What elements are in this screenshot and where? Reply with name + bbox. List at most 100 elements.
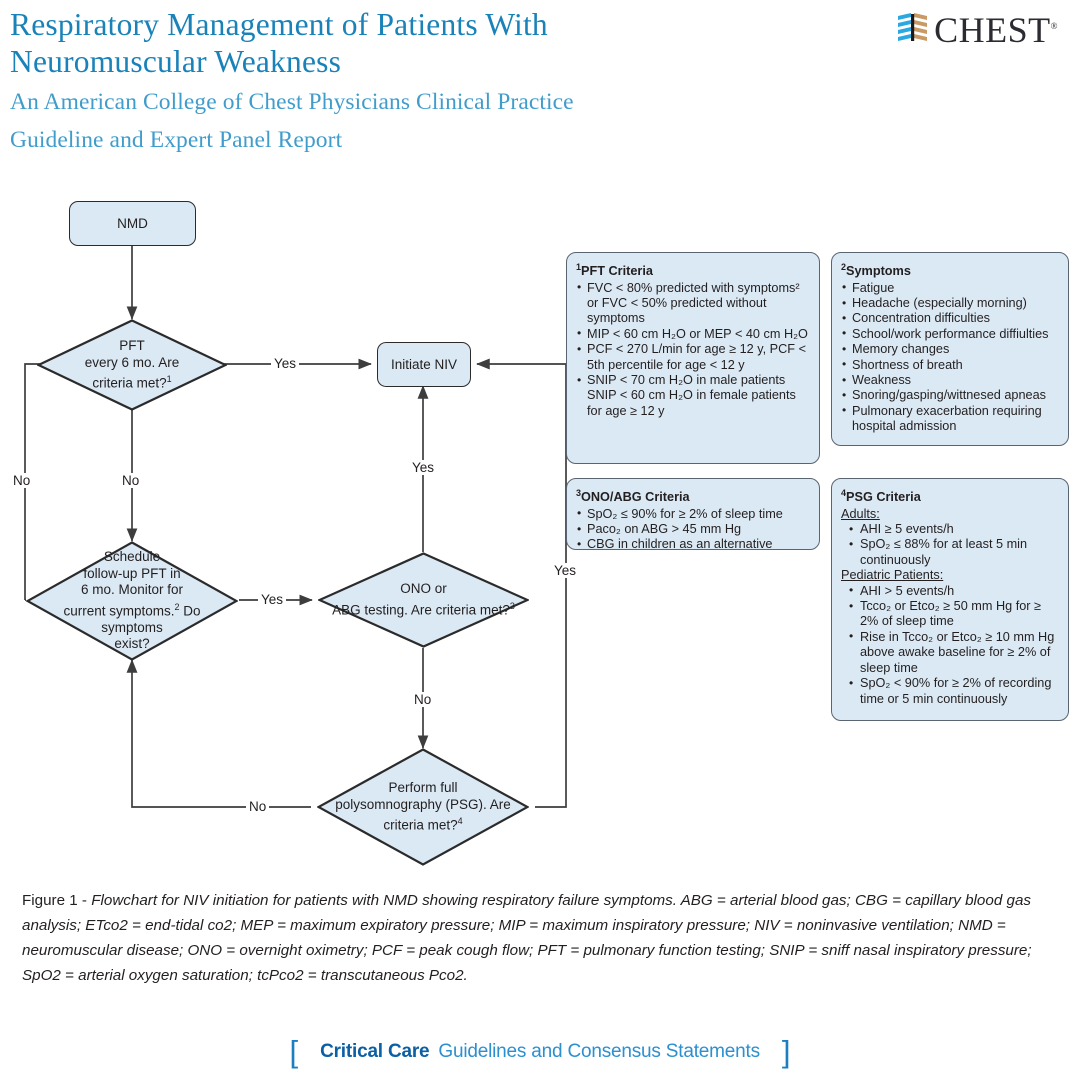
diamond-shape: [318, 552, 529, 648]
figure-caption-text: Flowchart for NIV initiation for patient…: [22, 892, 1032, 984]
footer-banner: [ Critical Care Guidelines and Consensus…: [0, 1036, 1080, 1067]
list-item: Weakness: [841, 373, 1059, 389]
node-initiate-niv-label: Initiate NIV: [390, 356, 458, 372]
list-item: AHI ≥ 5 events/h: [841, 522, 1059, 538]
list-item: Rise in Tcco₂ or Etco₂ ≥ 10 mm Hg above …: [841, 629, 1059, 676]
diamond-shape: [317, 748, 529, 866]
node-schedule-line4a: current symptoms.: [63, 603, 175, 619]
criteria-psg-title-text: PSG Criteria: [846, 490, 921, 505]
node-pft-line3: criteria met?: [92, 375, 167, 391]
footer-section-label: Critical Care: [320, 1040, 430, 1062]
node-schedule-line5: symptoms: [101, 619, 163, 635]
criteria-psg-pediatric-heading: Pediatric Patients:: [841, 568, 944, 583]
criteria-symptoms-list: Fatigue Headache (especially morning) Co…: [841, 280, 1059, 435]
node-schedule-line2: follow-up PFT in: [83, 565, 181, 581]
list-item: Memory changes: [841, 342, 1059, 358]
edge-label-pft-no-left: No: [10, 473, 34, 488]
node-pft-label: PFT every 6 mo. Are criteria met?1: [37, 319, 227, 411]
edge-label-schedule-yes: Yes: [258, 592, 287, 607]
node-psg-line1: Perform full: [388, 780, 458, 795]
node-schedule-line6: exist?: [114, 636, 150, 652]
criteria-pft-list: FVC < 80% predicted with symptoms² or FV…: [576, 280, 810, 420]
registered-mark-icon: ®: [1050, 21, 1058, 31]
node-schedule-decision[interactable]: Schedule follow-up PFT in 6 mo. Monitor …: [26, 541, 238, 661]
node-ono-superscript: 3: [509, 600, 515, 611]
criteria-psg-pediatric-list: AHI > 5 events/h Tcco₂ or Etco₂ ≥ 50 mm …: [841, 583, 1059, 707]
criteria-symptoms-superscript: 2: [841, 262, 847, 272]
list-item: SpO₂ < 90% for ≥ 2% of recording time or…: [841, 676, 1059, 707]
node-nmd[interactable]: NMD: [69, 201, 196, 246]
criteria-box-symptoms: 2Symptoms Fatigue Headache (especially m…: [831, 252, 1069, 446]
node-schedule-label: Schedule follow-up PFT in 6 mo. Monitor …: [26, 541, 238, 661]
criteria-ono-superscript: 3: [576, 488, 582, 498]
chest-logo-wordmark: CHEST®: [934, 8, 1058, 48]
criteria-psg-title: 4PSG Criteria: [841, 486, 1059, 506]
criteria-pft-superscript: 1: [576, 262, 582, 272]
edge-label-psg-yes: Yes: [551, 563, 580, 578]
chest-logo-text: CHEST: [934, 10, 1051, 50]
node-psg-line2: polysomnography (PSG). Are: [335, 796, 511, 812]
node-psg-decision[interactable]: Perform full polysomnography (PSG). Are …: [317, 748, 529, 866]
chest-logo: CHEST®: [896, 8, 1058, 48]
criteria-box-pft: 1PFT Criteria FVC < 80% predicted with s…: [566, 252, 820, 464]
node-schedule-line4b: Do: [179, 603, 201, 619]
node-psg-label: Perform full polysomnography (PSG). Are …: [317, 748, 529, 866]
list-item: SNIP < 70 cm H₂O in male patients SNIP <…: [576, 373, 810, 419]
node-schedule-superscript: 2: [174, 601, 180, 612]
page-subtitle-line2: Guideline and Expert Panel Report: [10, 127, 343, 153]
node-pft-decision[interactable]: PFT every 6 mo. Are criteria met?1: [37, 319, 227, 411]
diamond-shape: [37, 319, 227, 411]
criteria-psg-superscript: 4: [841, 488, 847, 498]
flowchart: NMD PFT every 6 mo. Are criteria met?1 I…: [0, 178, 1080, 878]
node-schedule-line3: 6 mo. Monitor for: [80, 582, 184, 598]
list-item: Snoring/gasping/wittnesed apneas: [841, 388, 1059, 404]
title-block: Respiratory Management of Patients With …: [10, 6, 800, 156]
node-ono-line1: ONO or: [400, 581, 447, 597]
node-pft-superscript: 1: [166, 374, 172, 384]
list-item: PCF < 270 L/min for age ≥ 12 y, PCF < 5t…: [576, 342, 810, 373]
bracket-right-icon: ]: [781, 1034, 791, 1069]
edge-label-pft-no-down: No: [119, 473, 143, 488]
criteria-psg-adults-list: AHI ≥ 5 events/h SpO₂ ≤ 88% for at least…: [841, 522, 1059, 568]
criteria-box-ono-abg: 3ONO/ABG Criteria SpO₂ ≤ 90% for ≥ 2% of…: [566, 478, 820, 553]
list-item: Shortness of breath: [841, 357, 1059, 373]
figure-caption: Figure 1 - Flowchart for NIV initiation …: [22, 888, 1068, 988]
figure-caption-lead: Figure 1 -: [22, 892, 92, 909]
list-item: SpO₂ ≤ 90% for ≥ 2% of sleep time: [576, 506, 810, 522]
list-item: Concentration difficulties: [841, 311, 1059, 327]
criteria-ono-title: 3ONO/ABG Criteria: [576, 486, 810, 506]
bracket-left-icon: [: [289, 1034, 299, 1069]
criteria-psg-adults-heading: Adults:: [841, 506, 880, 521]
node-pft-line1: PFT: [119, 338, 145, 353]
list-item: Paco₂ on ABG > 45 mm Hg: [576, 522, 810, 538]
diamond-shape: [26, 541, 238, 661]
page-title-line2: Neuromuscular Weakness: [10, 44, 342, 79]
page-subtitle-line1: An American College of Chest Physicians …: [10, 89, 574, 115]
criteria-pft-title-text: PFT Criteria: [581, 264, 653, 279]
criteria-ono-list: SpO₂ ≤ 90% for ≥ 2% of sleep time Paco₂ …: [576, 506, 810, 553]
list-item: AHI > 5 events/h: [841, 583, 1059, 599]
node-initiate-niv[interactable]: Initiate NIV: [377, 342, 471, 387]
node-pft-line2: every 6 mo. Are: [84, 354, 180, 370]
list-item: CBG in children as an alternative: [576, 537, 810, 553]
node-psg-line3: criteria met?: [383, 817, 458, 833]
list-item: Pulmonary exacerbation requiring hospita…: [841, 403, 1059, 435]
page-title-line1: Respiratory Management of Patients With: [10, 7, 548, 42]
edge-label-pft-yes: Yes: [271, 356, 300, 371]
chest-logo-mark-icon: [896, 12, 930, 44]
node-psg-superscript: 4: [457, 816, 463, 826]
page-header: Respiratory Management of Patients With …: [0, 0, 1080, 175]
node-ono-abg-label: ONO or ABG testing. Are criteria met?3: [318, 552, 529, 648]
node-schedule-line1: Schedule: [103, 549, 161, 565]
criteria-ono-title-text: ONO/ABG Criteria: [581, 490, 690, 505]
edge-label-ono-no: No: [411, 692, 435, 707]
node-ono-abg-decision[interactable]: ONO or ABG testing. Are criteria met?3: [318, 552, 529, 648]
list-item: Fatigue: [841, 280, 1059, 296]
edge-label-psg-no: No: [246, 799, 270, 814]
list-item: Headache (especially morning): [841, 296, 1059, 312]
list-item: School/work performance diffiulties: [841, 326, 1059, 342]
footer-subsection-label: Guidelines and Consensus Statements: [438, 1040, 760, 1062]
list-item: MIP < 60 cm H₂O or MEP < 40 cm H₂O: [576, 326, 810, 342]
criteria-symptoms-title: 2Symptoms: [841, 260, 1059, 280]
edge-label-ono-yes-up: Yes: [409, 460, 438, 475]
